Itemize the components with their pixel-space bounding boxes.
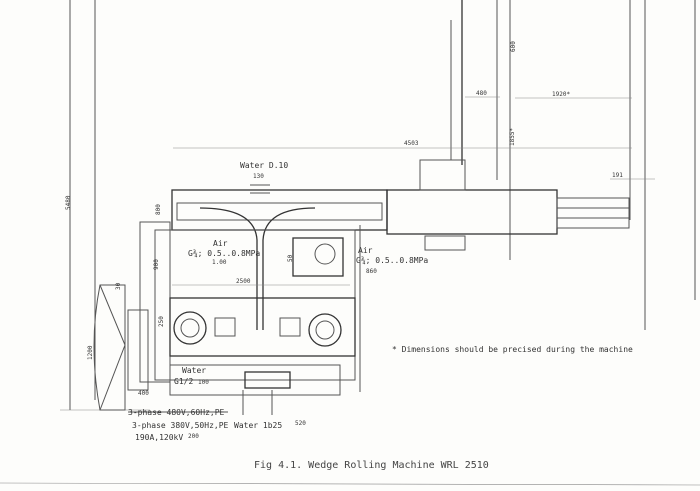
feeder-unit bbox=[386, 189, 558, 235]
power-line-1: 3-phase 480V,60Hz,PE bbox=[128, 408, 225, 417]
air-right-label: Air bbox=[358, 246, 373, 255]
dim-900: 900 bbox=[153, 259, 160, 270]
water-top-label: Water D.10 bbox=[240, 161, 288, 170]
dim-600: 600 bbox=[510, 41, 517, 52]
dim-800: 800 bbox=[155, 204, 162, 215]
upper-unit bbox=[171, 189, 388, 231]
air-right-height: 860 bbox=[366, 268, 377, 275]
air-right-spec: G¾; 0.5..0.8MPa bbox=[356, 256, 428, 265]
water-top-height: 130 bbox=[253, 173, 264, 180]
cooling-tank bbox=[244, 371, 291, 389]
dim-1855: 1855* bbox=[509, 128, 516, 146]
dim-5480: 5480 bbox=[65, 195, 72, 210]
dim-250: 250 bbox=[158, 316, 165, 327]
feeder-cylinder bbox=[556, 197, 630, 229]
air-left-height: 1.00 bbox=[212, 259, 227, 266]
water-inlet-label: Water 1b25 bbox=[234, 421, 282, 430]
dim-1920: 1920* bbox=[552, 91, 570, 98]
water-inlet-height: 520 bbox=[295, 420, 306, 427]
figure-caption: Fig 4.1. Wedge Rolling Machine WRL 2510 bbox=[254, 460, 489, 471]
dim-4503: 4503 bbox=[404, 140, 419, 147]
roll-left bbox=[173, 311, 207, 345]
power-line-2: 3-phase 380V,50Hz,PE bbox=[132, 421, 229, 430]
air-left-label: Air bbox=[213, 239, 228, 248]
power-height: 200 bbox=[188, 433, 199, 440]
dimensions-note: * Dimensions should be precised during t… bbox=[392, 345, 633, 354]
air-left-spec: G¾; 0.5..0.8MPa bbox=[188, 249, 260, 258]
rolling-base bbox=[169, 297, 356, 357]
dim-400: 400 bbox=[138, 390, 149, 397]
dim-30: 30 bbox=[115, 282, 122, 290]
water-bottom-spec: G1/2 bbox=[174, 377, 193, 386]
dim-480: 480 bbox=[476, 90, 487, 97]
pipe bbox=[199, 207, 316, 330]
dim-2500: 2500 bbox=[236, 278, 251, 285]
water-bottom-label: Water bbox=[182, 366, 206, 375]
dim-1200: 1200 bbox=[87, 345, 94, 360]
gearbox bbox=[292, 237, 344, 277]
motor bbox=[93, 284, 126, 411]
power-line-3: 190A,120kV bbox=[135, 433, 183, 442]
roll-right bbox=[308, 313, 342, 347]
dim-50: 50 bbox=[287, 254, 294, 262]
water-bottom-height: 100 bbox=[198, 379, 209, 386]
dim-191: 191 bbox=[612, 172, 623, 179]
